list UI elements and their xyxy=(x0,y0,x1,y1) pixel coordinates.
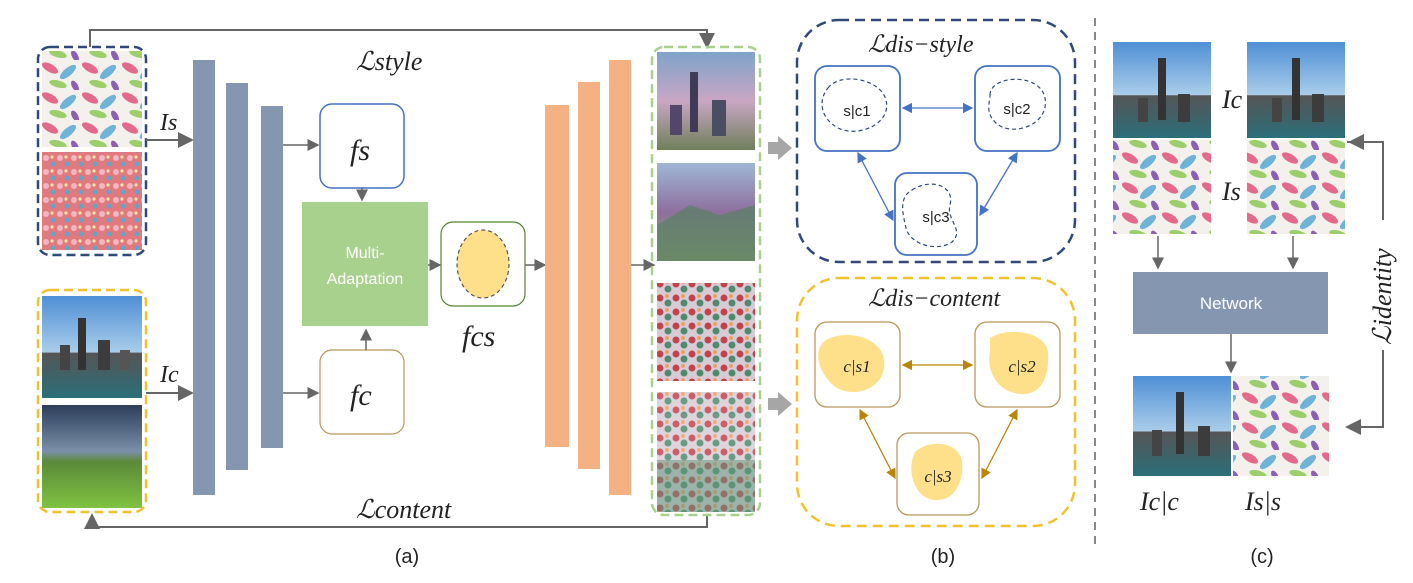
style-feature-label: fs xyxy=(350,134,370,167)
decoder-layer-3 xyxy=(609,60,631,495)
encoder-layer-3 xyxy=(261,106,283,448)
module-label-line1: Multi- xyxy=(345,245,384,262)
content-node-2-blob xyxy=(989,331,1049,395)
style-image-flowers xyxy=(42,152,142,250)
to-dis-style-arrow xyxy=(768,136,792,160)
to-dis-content-arrow xyxy=(768,392,792,416)
decoder-layer-2 xyxy=(578,82,600,469)
content-node-3-label: c|s3 xyxy=(924,467,951,486)
output-image-1 xyxy=(657,52,755,150)
content-image-field xyxy=(42,405,142,508)
style-image-b xyxy=(1247,140,1345,234)
panel-c-caption: (c) xyxy=(1250,546,1273,568)
decoder-layer-1 xyxy=(545,105,569,447)
dis-style-frame xyxy=(795,18,1077,264)
panel-a: ℒstyle ℒcontent Is Ic fs fc xyxy=(36,29,762,568)
content-node-1-label: c|s1 xyxy=(843,357,870,376)
content-edge-2-3 xyxy=(981,408,1018,480)
fused-feature-label: fcs xyxy=(462,320,495,353)
style-input-label: Is xyxy=(159,110,177,136)
content-image-city xyxy=(42,296,142,398)
dis-style-label: ℒdis−style xyxy=(868,32,974,58)
style-node-1 xyxy=(814,65,901,152)
encoder-layer-2 xyxy=(226,83,248,470)
panel-b: ℒdis−style s|c1 s|c2 s|c3 ℒdis−content c… xyxy=(795,18,1077,568)
style-node-3-label: s|c3 xyxy=(922,209,949,226)
content-edge-1-3 xyxy=(859,408,896,480)
identity-loss-label: ℒidentity xyxy=(1368,248,1397,345)
output-images-frame xyxy=(650,45,762,517)
encoder-layer-1 xyxy=(193,60,215,495)
content-node-2-label: c|s2 xyxy=(1008,357,1036,376)
content-images-frame xyxy=(36,288,148,514)
network-block xyxy=(1133,272,1328,334)
output-style-image xyxy=(1233,376,1329,476)
style-image-a xyxy=(1113,140,1211,234)
output-content-label: Ic|c xyxy=(1139,487,1179,516)
content-loss-label: ℒcontent xyxy=(356,495,452,524)
style-loss-arrow xyxy=(89,29,715,49)
style-edge-2-3 xyxy=(979,151,1018,217)
style-node-1-label: s|c1 xyxy=(843,103,870,120)
style-loss-label: ℒstyle xyxy=(356,47,422,76)
output-image-4 xyxy=(657,392,755,512)
fused-feature-blob xyxy=(456,229,510,299)
panel-b-caption: (b) xyxy=(931,546,955,568)
content-input-label: Ic xyxy=(159,362,179,388)
content-loss-arrow xyxy=(84,513,708,529)
content-node-3-blob xyxy=(911,443,963,501)
content-input-label-c: Ic xyxy=(1221,85,1243,114)
panel-a-caption: (a) xyxy=(395,546,419,568)
style-image-leaves xyxy=(42,51,142,147)
content-node-1-blob xyxy=(818,335,885,392)
network-label: Network xyxy=(1200,294,1263,313)
multi-adaptation-module xyxy=(302,202,428,326)
module-label-line2: Adaptation xyxy=(327,271,404,288)
style-node-2-label: s|c2 xyxy=(1003,101,1030,118)
style-input-label-c: Is xyxy=(1221,177,1241,206)
content-feature-box xyxy=(319,349,405,435)
panel-c: Ic Is Network ℒidentity Ic|c Is|s (c) xyxy=(1113,42,1400,568)
content-feature-label: fc xyxy=(350,379,372,412)
output-style-label: Is|s xyxy=(1244,487,1281,516)
style-images-frame xyxy=(36,45,148,257)
dis-content-label: ℒdis−content xyxy=(868,286,1001,312)
style-edge-1-3 xyxy=(857,151,894,222)
dis-content-frame xyxy=(795,276,1077,528)
output-image-3 xyxy=(657,283,755,381)
